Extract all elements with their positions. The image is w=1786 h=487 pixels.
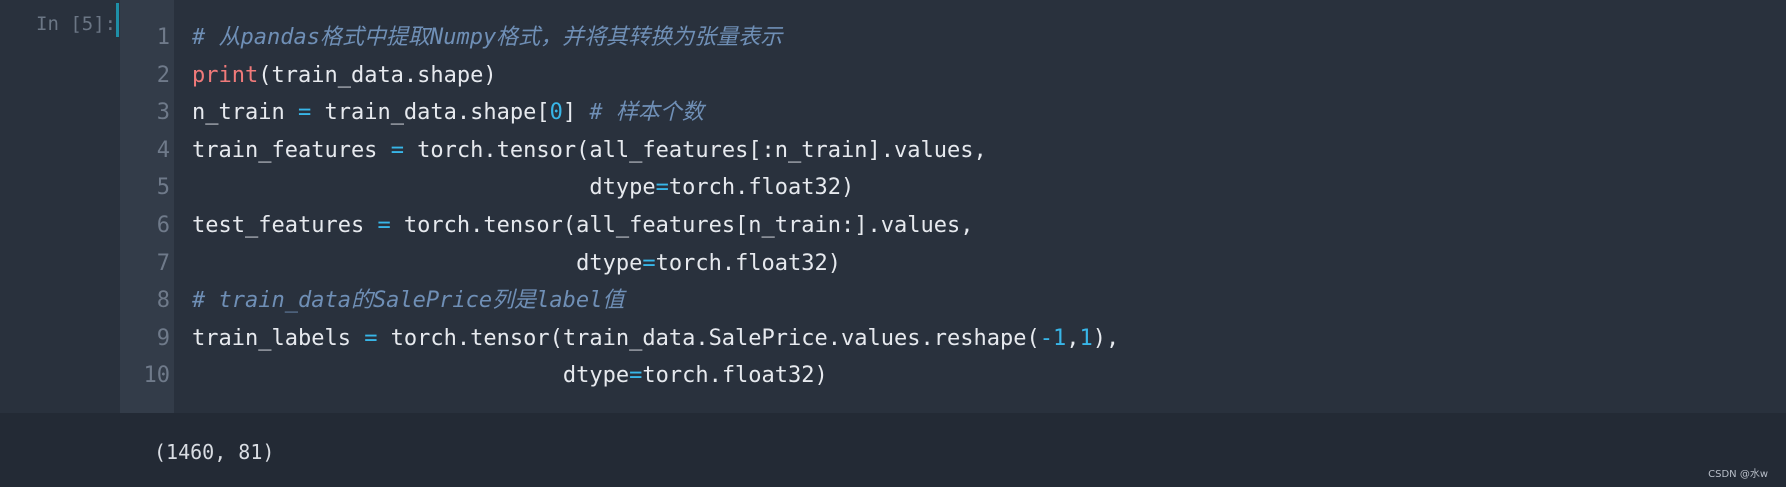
code-line[interactable]: dtype=torch.float32) bbox=[192, 357, 828, 395]
active-cell-indicator bbox=[116, 3, 119, 37]
code-line[interactable]: print(train_data.shape) bbox=[192, 57, 497, 95]
code-token: print bbox=[192, 62, 259, 88]
code-token: 1 bbox=[1079, 325, 1093, 351]
code-line[interactable]: # 从pandas格式中提取Numpy格式，并将其转换为张量表示 bbox=[192, 19, 782, 57]
line-number: 7 bbox=[156, 250, 170, 276]
cell-prompt: In [5]: bbox=[36, 13, 117, 35]
code-editor[interactable]: # 从pandas格式中提取Numpy格式，并将其转换为张量表示 print(tr… bbox=[174, 0, 1786, 413]
line-number: 3 bbox=[156, 100, 170, 126]
code-token: dtype bbox=[192, 363, 630, 389]
code-token: # train_data的SalePrice列是label值 bbox=[192, 288, 625, 314]
code-token: dtype bbox=[192, 250, 643, 276]
code-token: ] bbox=[562, 100, 590, 126]
code-token: train_labels bbox=[192, 325, 365, 351]
code-token: train_data.shape[ bbox=[311, 100, 550, 126]
code-token: torch.float32) bbox=[655, 250, 842, 276]
code-line[interactable]: train_labels = torch.tensor(train_data.S… bbox=[192, 320, 1119, 358]
code-token: 1 bbox=[1052, 325, 1067, 351]
line-number: 2 bbox=[156, 62, 170, 88]
code-token: (train_data.shape) bbox=[258, 62, 497, 88]
code-token: # 从pandas格式中提取Numpy格式，并将其转换为张量表示 bbox=[192, 25, 783, 50]
code-token: test_features bbox=[192, 213, 378, 238]
code-token: = bbox=[297, 100, 312, 126]
line-number: 4 bbox=[156, 137, 170, 163]
code-token: 0 bbox=[549, 100, 563, 126]
line-number: 10 bbox=[143, 363, 171, 389]
code-token: - bbox=[1039, 325, 1053, 351]
code-token: # 样本个数 bbox=[589, 100, 704, 126]
line-number: 1 bbox=[156, 25, 170, 50]
line-number: 9 bbox=[156, 325, 170, 351]
code-line[interactable]: test_features = torch.tensor(all_feature… bbox=[192, 207, 973, 245]
code-token: train_features bbox=[192, 137, 391, 163]
code-token: torch.tensor(all_features[n_train:].valu… bbox=[390, 213, 974, 238]
code-line[interactable]: train_features = torch.tensor(all_featur… bbox=[192, 132, 987, 170]
line-number-gutter: 1 2 3 4 5 6 7 8 9 10 bbox=[120, 0, 174, 413]
code-token: n_train bbox=[192, 100, 298, 126]
line-number: 5 bbox=[156, 175, 170, 201]
code-token: = bbox=[642, 250, 656, 276]
code-token: = bbox=[655, 175, 669, 201]
code-line[interactable]: n_train = train_data.shape[0] # 样本个数 bbox=[192, 94, 704, 132]
code-token: torch.tensor(train_data.SalePrice.values… bbox=[377, 325, 1040, 351]
watermark: CSDN @水w bbox=[1708, 469, 1768, 480]
code-token: torch.float32) bbox=[668, 175, 855, 201]
code-token: torch.tensor(all_features[:n_train].valu… bbox=[403, 137, 987, 163]
line-number: 8 bbox=[156, 288, 170, 314]
output-text: (1460, 81) bbox=[154, 440, 275, 464]
code-token: = bbox=[390, 137, 404, 163]
code-token: = bbox=[377, 213, 391, 238]
code-line[interactable]: # train_data的SalePrice列是label值 bbox=[192, 282, 624, 320]
code-token: = bbox=[364, 325, 378, 351]
code-token: , bbox=[1066, 325, 1080, 351]
code-token: dtype bbox=[192, 175, 656, 201]
cell-output: (1460, 81) CSDN @水w bbox=[0, 413, 1786, 487]
code-line[interactable]: dtype=torch.float32) bbox=[192, 169, 854, 207]
code-token: torch.float32) bbox=[642, 363, 828, 389]
code-token: = bbox=[629, 363, 643, 389]
code-token: ), bbox=[1092, 325, 1120, 351]
code-line[interactable]: dtype=torch.float32) bbox=[192, 245, 841, 283]
line-number: 6 bbox=[156, 213, 170, 238]
